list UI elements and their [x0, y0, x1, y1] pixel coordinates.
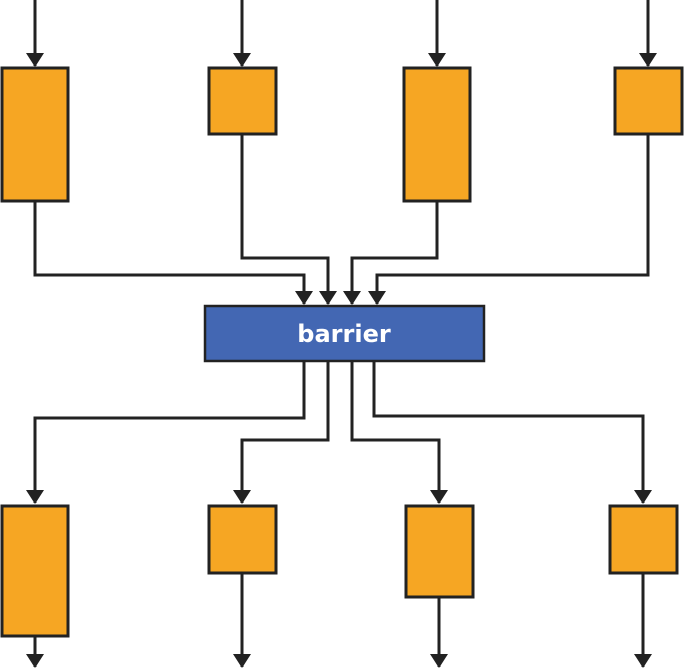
join-arrow-1 [33, 201, 313, 305]
task-box-bottom-1 [0, 504, 70, 638]
fork-arrow-1 [26, 361, 306, 504]
task-box-top-4 [613, 66, 684, 136]
task-box-bottom-2 [207, 504, 278, 575]
join-arrow-2 [240, 134, 337, 305]
fork-arrow-4 [372, 361, 652, 504]
task-box-bottom-4 [608, 504, 679, 575]
fork-arrow-2 [233, 361, 330, 504]
task-box-top-1 [0, 66, 70, 203]
join-arrow-3 [343, 201, 439, 305]
join-arrow-4 [368, 134, 650, 305]
task-box-bottom-3 [404, 504, 475, 599]
barrier-box [203, 304, 486, 363]
task-box-top-3 [402, 66, 472, 203]
fork-arrow-3 [350, 361, 448, 504]
task-box-top-2 [207, 66, 278, 136]
barrier-label: barrier [297, 320, 391, 348]
